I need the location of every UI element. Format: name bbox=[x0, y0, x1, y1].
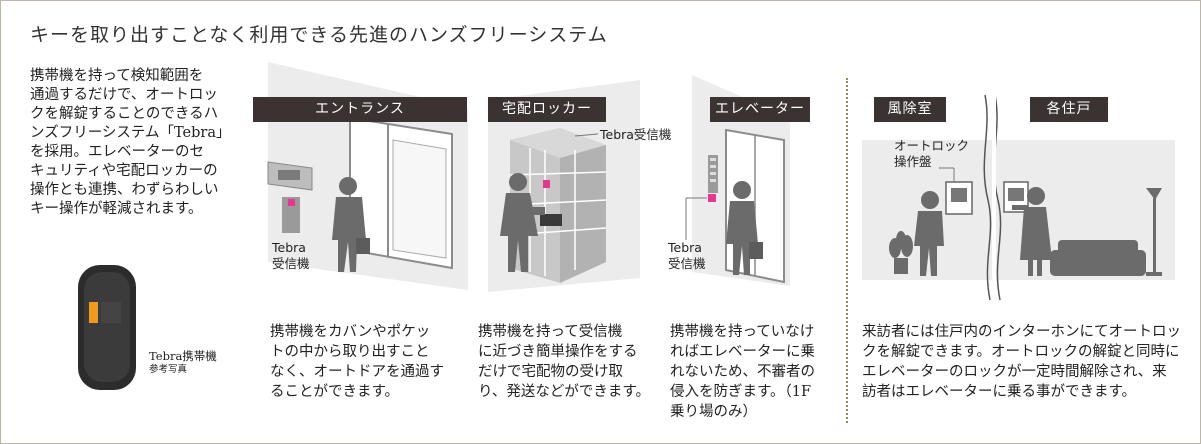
desc-line: 携帯機を持って受信機 bbox=[478, 324, 623, 340]
callout-line: Tebra bbox=[668, 240, 702, 255]
locker-scene bbox=[488, 80, 640, 292]
sofa-icon bbox=[1050, 240, 1146, 276]
intro-line: クを解錠することのできるハ bbox=[30, 106, 219, 122]
intro-text: 携帯機を持って検知範囲を 通過するだけで、オートロッ クを解錠することのできるハ… bbox=[30, 67, 235, 219]
elevator-scene bbox=[685, 75, 790, 286]
intro-line: キー操作が軽減されます。 bbox=[30, 201, 203, 217]
section-divider bbox=[846, 78, 848, 423]
desc-line: 侵入を防ぎます。（1F bbox=[670, 384, 812, 400]
windbreak-scene bbox=[862, 94, 1175, 301]
person-silhouette-icon bbox=[500, 173, 545, 272]
desc-line: り、発送などができます。 bbox=[478, 384, 650, 400]
desc-line: 訪者はエレベーターに乗る事ができます。 bbox=[862, 384, 1137, 400]
intro-line: ンズフリーシステム「Tebra」 bbox=[30, 125, 231, 141]
lamp-icon bbox=[1146, 188, 1162, 276]
callout-elevator-receiver: Tebra 受信機 bbox=[668, 240, 706, 272]
desc-line: ることができます。 bbox=[270, 384, 400, 400]
desc-line: ればエレベーターに乗 bbox=[670, 344, 815, 360]
plant-icon bbox=[889, 231, 913, 274]
intro-line: を採用。エレベーターのセ bbox=[30, 144, 204, 160]
desc-entrance: 携帯機をカバンやポケッ トの中から取り出すこと なく、オートドアを通過す ること… bbox=[270, 322, 444, 402]
label-locker: 宅配ロッカー bbox=[488, 97, 606, 122]
intercom-icon bbox=[945, 181, 1029, 215]
callout-line: Tebra bbox=[272, 240, 306, 255]
photo-caption-note: 参考写真 bbox=[149, 364, 188, 375]
entrance-scene bbox=[267, 62, 468, 290]
desc-line: 携帯機を持っていなけ bbox=[670, 324, 815, 340]
photo-caption: Tebra携帯機 参考写真 bbox=[149, 349, 217, 377]
callout-locker-receiver: Tebra受信機 bbox=[600, 127, 672, 142]
desc-line: トの中から取り出すこと bbox=[270, 344, 430, 360]
label-elevator: エレベーター bbox=[710, 97, 810, 122]
desc-line: なく、オートドアを通過す bbox=[270, 364, 444, 380]
desc-locker: 携帯機を持って受信機 に近づき簡単操作をする だけで宅配物の受け取 り、発送など… bbox=[478, 322, 650, 402]
desc-line: れないため、不審者の bbox=[670, 364, 815, 380]
page-title: キーを取り出すことなく利用できる先進のハンズフリーシステム bbox=[30, 24, 608, 46]
desc-line: に近づき簡単操作をする bbox=[478, 344, 638, 360]
callout-line: 受信機 bbox=[272, 256, 310, 271]
person-silhouette-icon bbox=[726, 181, 763, 275]
desc-line: だけで宅配物の受け取 bbox=[478, 364, 623, 380]
desc-line: 乗り場のみ） bbox=[670, 404, 757, 420]
intro-line: 携帯機を持って検知範囲を bbox=[30, 68, 204, 84]
intro-line: キュリティや宅配ロッカーの bbox=[30, 163, 218, 179]
label-windbreak: 風除室 bbox=[874, 97, 946, 122]
callout-autolock-panel: オートロック 操作盤 bbox=[894, 138, 969, 170]
person-silhouette-icon bbox=[1012, 187, 1052, 276]
door-icon bbox=[349, 116, 453, 270]
desc-line: クを解錠できます。オートロックの解錠と同時に bbox=[862, 344, 1180, 360]
desc-line: 来訪者には住戸内のインターホンにてオートロッ bbox=[862, 324, 1181, 340]
label-entrance: エントランス bbox=[253, 97, 467, 122]
intro-line: 操作とも連携、わずらわしい bbox=[30, 182, 219, 198]
intro-line: 通過するだけで、オートロッ bbox=[30, 87, 218, 103]
desc-visitor: 来訪者には住戸内のインターホンにてオートロッ クを解錠できます。オートロックの解… bbox=[862, 322, 1181, 402]
key-fob-icon bbox=[78, 265, 136, 390]
callout-line: オートロック bbox=[894, 138, 970, 153]
desc-elevator: 携帯機を持っていなけ ればエレベーターに乗 れないため、不審者の 侵入を防ぎます… bbox=[670, 322, 815, 422]
callout-line: 操作盤 bbox=[894, 154, 932, 169]
desc-line: 携帯機をカバンやポケッ bbox=[270, 324, 431, 340]
receiver-icon bbox=[267, 161, 313, 233]
callout-line: 受信機 bbox=[668, 256, 706, 271]
label-residence: 各住戸 bbox=[1030, 97, 1108, 122]
person-silhouette-icon bbox=[914, 191, 944, 276]
person-silhouette-icon bbox=[332, 177, 370, 272]
photo-caption-title: Tebra携帯機 bbox=[149, 349, 217, 363]
desc-line: エレベーターのロックが一定時間解除され、来 bbox=[862, 364, 1167, 380]
callout-entrance-receiver: Tebra 受信機 bbox=[272, 240, 310, 272]
